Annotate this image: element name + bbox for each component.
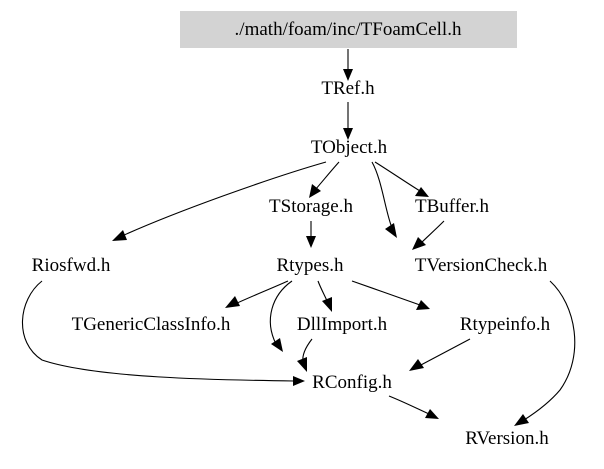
edge-TObject-to-TBuffer xyxy=(374,161,429,197)
edge-TStorage-to-Rtypes xyxy=(306,221,316,248)
node-TVersionCheck[interactable]: TVersionCheck.h xyxy=(415,255,548,276)
arrowhead-icon xyxy=(343,69,353,81)
arrowhead-icon xyxy=(297,357,307,372)
node-label: ./math/foam/inc/TFoamCell.h xyxy=(235,19,462,40)
node-label: TGenericClassInfo.h xyxy=(72,314,231,335)
edge-Rtypes-to-Rtypeinfo xyxy=(351,280,430,310)
node-TRef[interactable]: TRef.h xyxy=(321,78,375,99)
arrowhead-icon xyxy=(412,237,426,250)
edge-line xyxy=(374,161,421,192)
arrowhead-icon xyxy=(306,236,316,248)
edge-line xyxy=(269,280,293,345)
node-label: TBuffer.h xyxy=(415,196,490,217)
arrowhead-icon xyxy=(343,128,353,140)
edge-TObject-to-Riosfwd xyxy=(112,161,327,241)
node-TStorage[interactable]: TStorage.h xyxy=(269,196,353,217)
arrowhead-icon xyxy=(322,297,332,312)
arrowhead-icon xyxy=(293,376,305,386)
node-TGenericClassInfo[interactable]: TGenericClassInfo.h xyxy=(72,314,231,335)
node-label: Rtypeinfo.h xyxy=(460,314,551,335)
node-Rtypes[interactable]: Rtypes.h xyxy=(276,255,344,276)
arrowhead-icon xyxy=(309,184,321,198)
edge-TBuffer-to-TVersionCheck xyxy=(412,220,445,250)
node-TFoamCell[interactable]: ./math/foam/inc/TFoamCell.h xyxy=(180,11,517,48)
node-Riosfwd[interactable]: Riosfwd.h xyxy=(32,255,111,276)
edge-line xyxy=(121,161,327,237)
arrowhead-icon xyxy=(409,359,424,371)
node-RConfig[interactable]: RConfig.h xyxy=(312,372,392,393)
edge-line xyxy=(351,280,421,306)
node-label: TRef.h xyxy=(321,78,375,99)
node-Rtypeinfo[interactable]: Rtypeinfo.h xyxy=(460,314,551,335)
node-label: TVersionCheck.h xyxy=(415,255,548,276)
edge-Rtypes-to-RConfig xyxy=(269,280,293,352)
edge-TRef-to-TObject xyxy=(343,102,353,140)
node-RVersion[interactable]: RVersion.h xyxy=(465,428,549,449)
edge-TVersionCheck-to-RVersion xyxy=(514,280,576,426)
edge-TObject-to-TStorage xyxy=(309,161,340,198)
arrowhead-icon xyxy=(271,338,283,352)
edge-Riosfwd-to-RConfig xyxy=(21,280,305,386)
node-label: DllImport.h xyxy=(297,314,388,335)
arrowhead-icon xyxy=(225,296,240,308)
edge-layer xyxy=(21,49,576,426)
arrowhead-icon xyxy=(415,187,429,197)
node-label: TObject.h xyxy=(311,137,388,158)
node-label: RConfig.h xyxy=(312,372,392,393)
edge-TFoamCell-to-TRef xyxy=(343,49,353,81)
root-node-background xyxy=(180,11,517,48)
node-label: Riosfwd.h xyxy=(32,255,111,276)
edge-Rtypes-to-TGenericClassInfo xyxy=(225,280,289,308)
edge-line xyxy=(234,280,289,305)
node-TBuffer[interactable]: TBuffer.h xyxy=(415,196,490,217)
edge-line xyxy=(523,280,576,421)
node-DllImport[interactable]: DllImport.h xyxy=(297,314,388,335)
arrowhead-icon xyxy=(425,409,439,419)
node-TObject[interactable]: TObject.h xyxy=(311,137,388,158)
edge-DllImport-to-RConfig xyxy=(297,338,313,372)
edge-line xyxy=(419,220,445,245)
edge-Rtypes-to-DllImport xyxy=(317,280,332,312)
arrowhead-icon xyxy=(416,300,430,310)
arrowhead-icon xyxy=(112,230,127,241)
arrowhead-icon xyxy=(514,414,529,426)
edge-TObject-to-TVersionCheck xyxy=(371,161,397,238)
edge-line xyxy=(21,280,295,382)
node-label: RVersion.h xyxy=(465,428,549,449)
edge-line xyxy=(388,395,430,415)
edge-RConfig-to-RVersion xyxy=(388,395,439,419)
edge-line xyxy=(418,338,471,367)
node-label: Rtypes.h xyxy=(276,255,344,276)
edge-line xyxy=(314,161,340,191)
arrowhead-icon xyxy=(385,223,397,238)
node-layer: ./math/foam/inc/TFoamCell.hTRef.hTObject… xyxy=(32,11,551,449)
node-label: TStorage.h xyxy=(269,196,353,217)
edge-Rtypeinfo-to-RConfig xyxy=(409,338,471,371)
edge-line xyxy=(371,161,393,229)
